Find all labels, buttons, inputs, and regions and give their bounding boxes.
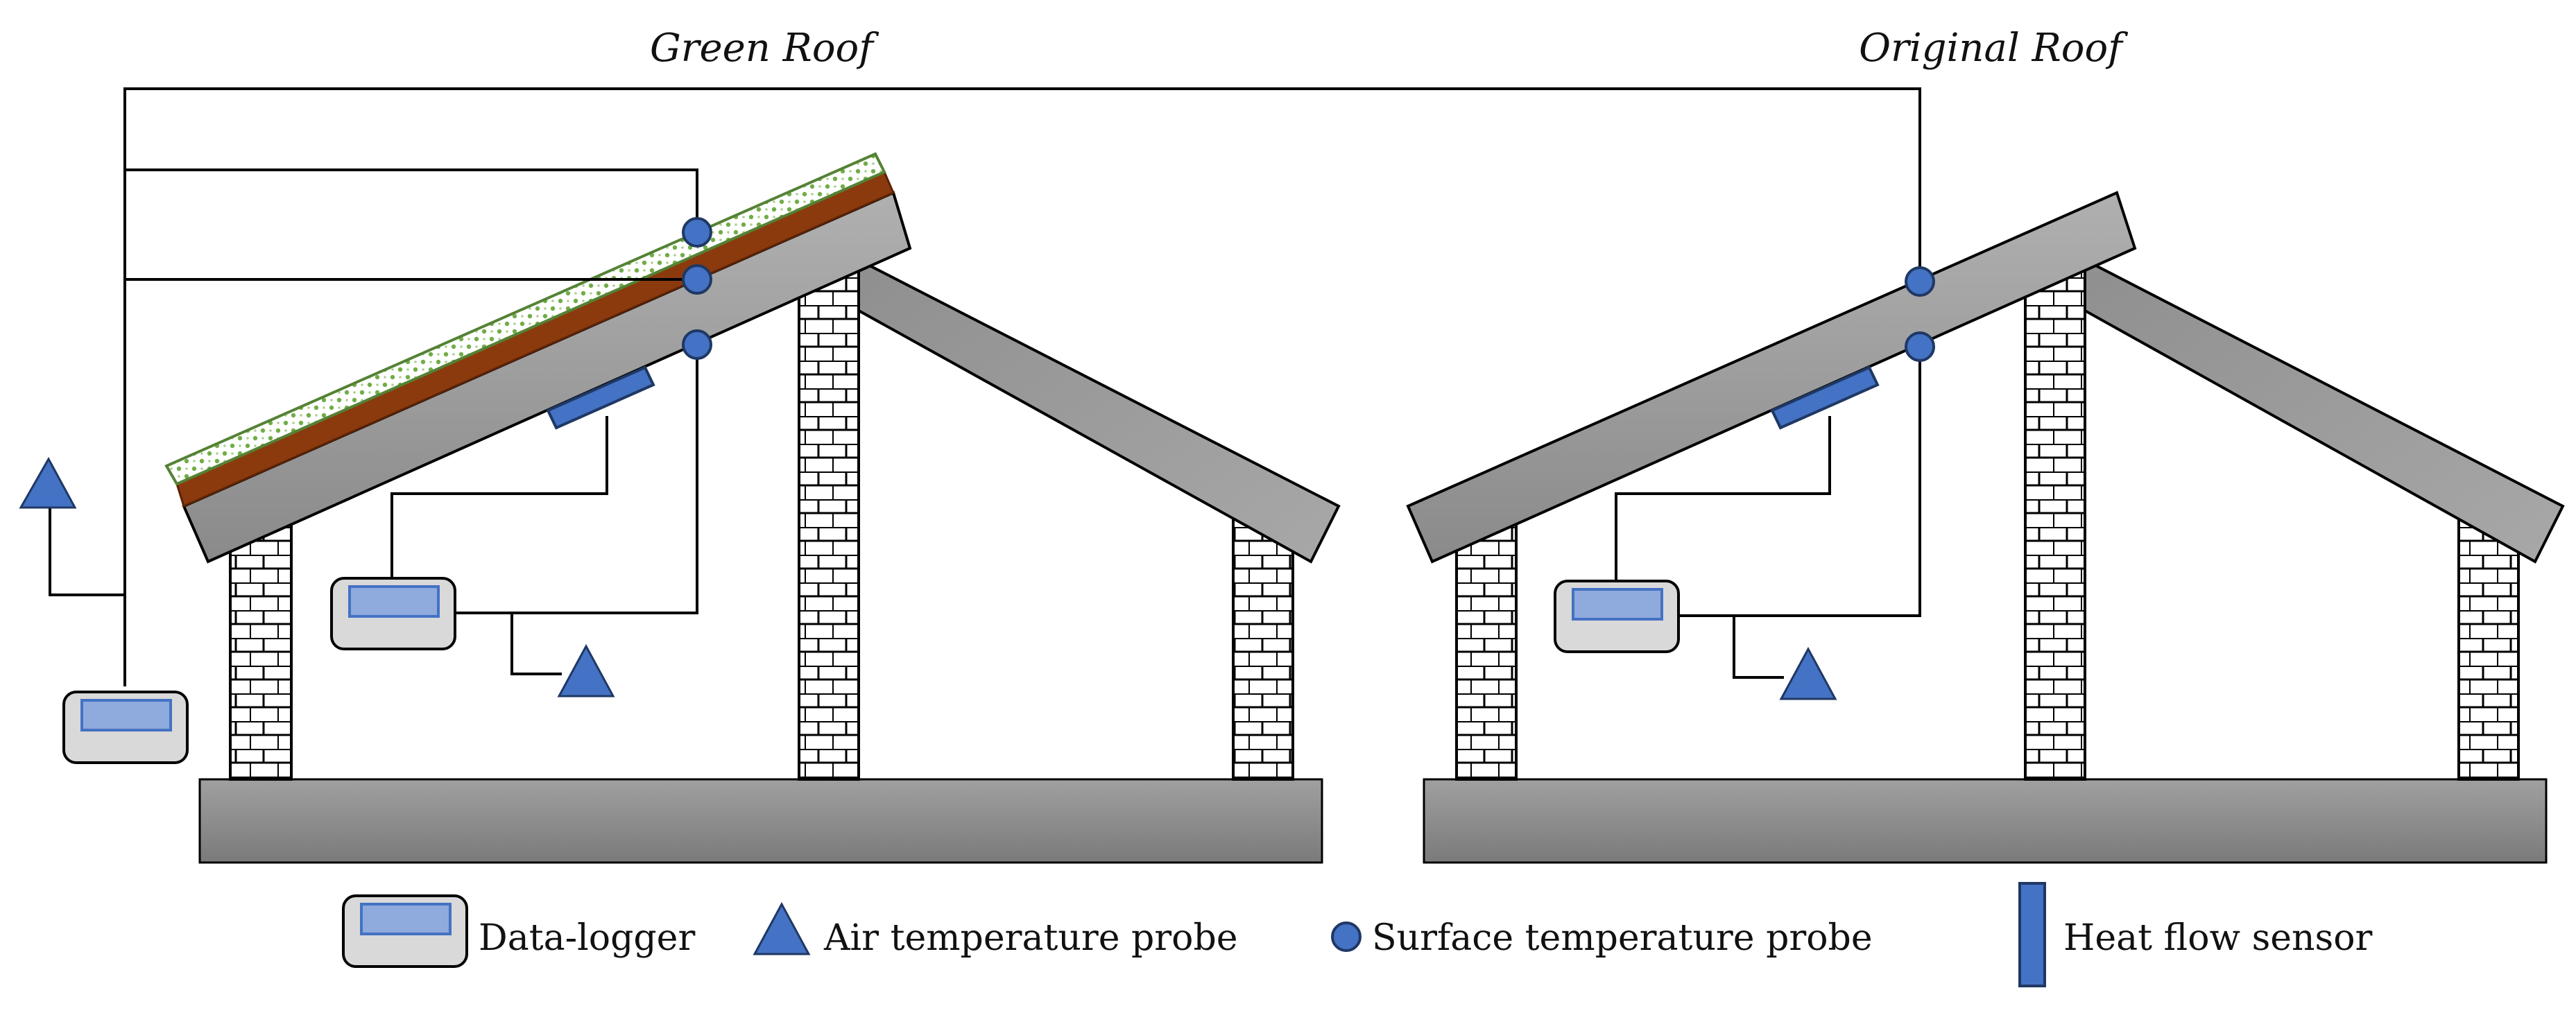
green-roof-wiring	[49, 87, 1921, 686]
surface-temperature-probe	[682, 264, 712, 295]
air-temperature-probe-outdoor	[19, 456, 77, 509]
brick-column	[1232, 517, 1294, 781]
brick-column	[2024, 266, 2086, 781]
green-roof-vegetation-layer	[164, 152, 886, 486]
green-roof-title: Green Roof	[650, 26, 879, 71]
surface-temperature-probe	[682, 217, 712, 248]
original-roof-instruments	[1554, 266, 1935, 700]
original-roof-title: Original Roof	[1859, 26, 2129, 71]
brick-column	[798, 266, 860, 781]
air-temperature-probe-indoor	[1779, 646, 1837, 700]
left-roof-slab	[1406, 191, 2137, 564]
data-logger-indoor	[1554, 580, 1680, 653]
brick-column	[229, 517, 293, 781]
legend-heat-flow-label: Heat flow sensor	[2063, 917, 2373, 959]
surface-temperature-probe	[1905, 266, 1935, 297]
right-roof-slab	[2084, 257, 2565, 564]
green-roof-house	[164, 152, 1341, 864]
wire	[390, 416, 608, 581]
surface-temperature-probe	[682, 329, 712, 360]
foundation-slab	[198, 778, 1323, 864]
air-temperature-probe-indoor	[557, 643, 615, 698]
legend-surface-probe-icon	[1331, 921, 1362, 952]
legend-air-probe-label: Air temperature probe	[823, 917, 1238, 959]
legend-air-probe-icon	[753, 901, 811, 955]
surface-temperature-probe	[1905, 331, 1935, 362]
green-roof-soil-layer	[175, 171, 895, 508]
foundation-slab	[1423, 778, 2548, 864]
brick-column	[2457, 517, 2520, 781]
wire	[49, 505, 125, 596]
wire	[1678, 347, 1921, 617]
original-roof-house	[1406, 191, 2565, 864]
wire	[1615, 416, 1831, 581]
heat-flow-sensor	[1770, 365, 1880, 430]
original-roof-wiring	[1615, 347, 1921, 679]
legend-surface-probe-label: Surface temperature probe	[1372, 917, 1873, 959]
legend: Data-logger Air temperature probe Surfac…	[342, 882, 2373, 987]
wire	[456, 345, 698, 614]
green-roof-instruments	[19, 217, 712, 764]
data-logger-indoor	[330, 577, 456, 650]
wire	[123, 87, 1921, 686]
heat-flow-sensor	[546, 365, 655, 430]
right-roof-slab	[857, 257, 1341, 564]
legend-heat-flow-icon	[2018, 882, 2046, 987]
data-logger-outdoor	[62, 691, 189, 764]
wire	[510, 613, 562, 675]
wire	[1733, 616, 1784, 679]
legend-data-logger-label: Data-logger	[479, 917, 695, 959]
legend-data-logger-icon	[342, 894, 468, 968]
brick-column	[1455, 517, 1518, 781]
wire	[125, 168, 698, 232]
